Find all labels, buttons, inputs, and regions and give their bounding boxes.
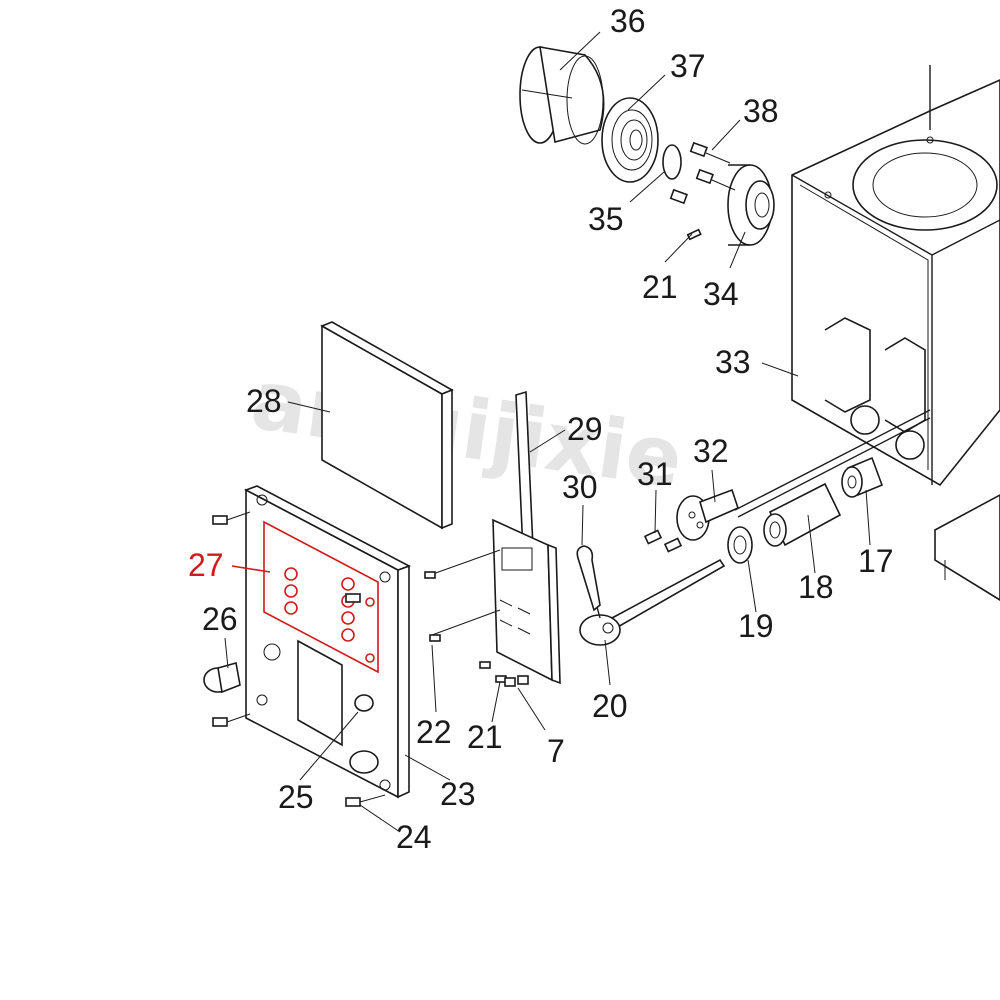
callout-24: 24 (396, 819, 432, 855)
callout-20: 20 (592, 688, 628, 724)
callout-7: 7 (547, 733, 565, 769)
callout-17: 17 (858, 543, 894, 579)
callout-21-bottom: 21 (467, 719, 503, 755)
mounting-bracket (429, 518, 561, 685)
callout-31: 31 (637, 456, 673, 492)
handle-knob-30 (576, 545, 601, 619)
gearbox-housing (791, 65, 1000, 487)
screws-31 (643, 529, 683, 553)
callout-26: 26 (202, 601, 238, 637)
callout-28: 28 (246, 383, 282, 419)
sleeve-18 (763, 482, 842, 547)
button-25 (354, 694, 374, 712)
callout-32: 32 (693, 433, 729, 469)
cover-cap-36 (519, 46, 605, 145)
screws-22 (424, 571, 441, 642)
bushing-19 (727, 526, 753, 564)
cover-plate-28 (320, 321, 454, 530)
callout-labels: 36 37 38 35 21 34 33 28 29 32 31 30 27 2… (188, 3, 894, 855)
callout-30: 30 (562, 469, 598, 505)
callout-18: 18 (798, 569, 834, 605)
callout-29: 29 (567, 411, 603, 447)
front-panel-23 (244, 485, 411, 799)
spring-37 (601, 97, 659, 183)
gear-32 (676, 488, 739, 541)
knob-26 (203, 661, 241, 694)
callout-21-top: 21 (642, 269, 678, 305)
screws-24 (212, 511, 386, 807)
callout-37: 37 (670, 48, 706, 84)
long-shaft (734, 409, 931, 518)
callout-23: 23 (440, 776, 476, 812)
callout-25: 25 (278, 779, 314, 815)
callout-35: 35 (588, 201, 624, 237)
pin-21-top (686, 228, 702, 241)
snap-ring-35 (662, 144, 682, 180)
callout-19: 19 (738, 608, 774, 644)
screws-38 (669, 141, 736, 205)
watermark: anruijixie (246, 353, 688, 507)
callout-34: 34 (703, 276, 739, 312)
callout-27-highlighted: 27 (188, 547, 224, 583)
bushing-17 (841, 456, 884, 498)
flange-34 (727, 164, 775, 246)
callout-33: 33 (715, 344, 751, 380)
shaft-and-handle-20 (579, 558, 726, 646)
callout-36: 36 (610, 3, 646, 39)
callout-22: 22 (416, 714, 452, 750)
pins-21-bottom (479, 661, 507, 683)
drip-tray (934, 494, 1000, 601)
callout-38: 38 (743, 93, 779, 129)
screws-7 (504, 675, 529, 687)
leader-lines (224, 31, 871, 833)
